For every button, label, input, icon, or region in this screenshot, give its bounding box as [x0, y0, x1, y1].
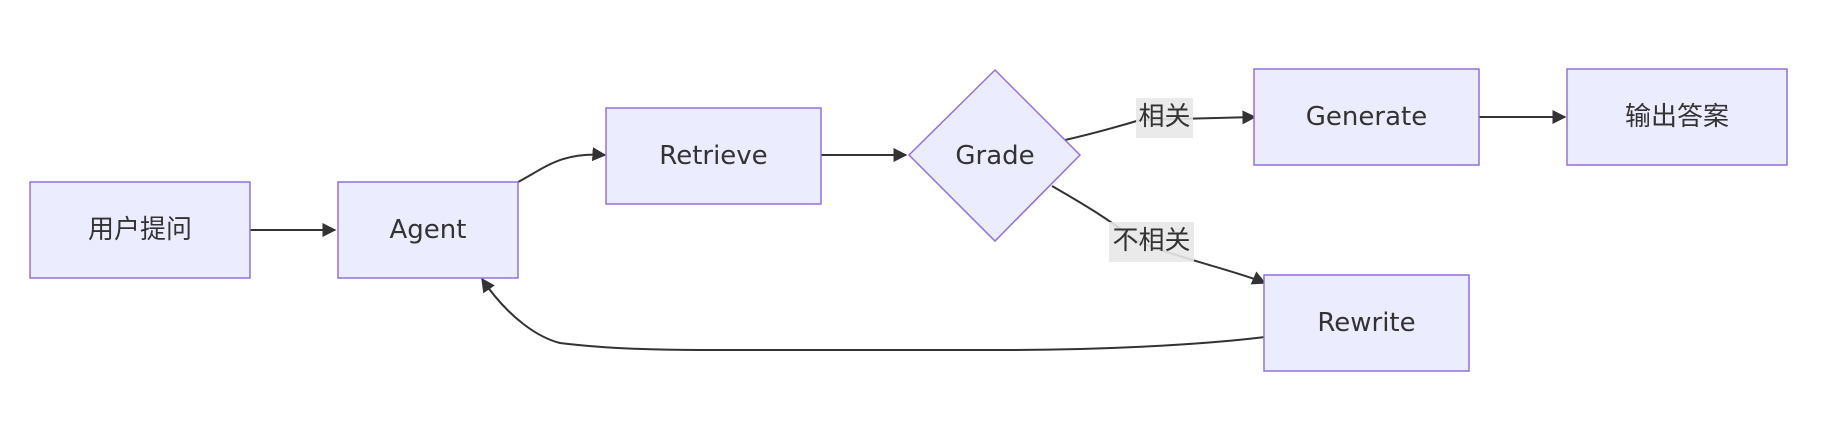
- edge-label-relevant: 相关: [1136, 98, 1193, 138]
- edge-label-not-relevant: 不相关: [1109, 222, 1194, 262]
- svg-text:Grade: Grade: [955, 141, 1034, 171]
- node-user-question: 用户提问: [29, 181, 251, 279]
- svg-text:Generate: Generate: [1306, 102, 1427, 132]
- svg-text:不相关: 不相关: [1112, 226, 1190, 256]
- svg-text:相关: 相关: [1138, 102, 1190, 132]
- node-rewrite: Rewrite: [1263, 274, 1470, 372]
- svg-text:输出答案: 输出答案: [1625, 102, 1729, 132]
- node-retrieve: Retrieve: [605, 107, 822, 205]
- svg-text:Retrieve: Retrieve: [659, 141, 767, 171]
- svg-text:Rewrite: Rewrite: [1317, 308, 1415, 338]
- edge-rewrite-to-agent: [481, 277, 1266, 351]
- node-generate: Generate: [1253, 68, 1480, 166]
- node-agent: Agent: [337, 181, 519, 279]
- node-output-answer: 输出答案: [1566, 68, 1788, 166]
- node-grade: Grade: [907, 68, 1082, 243]
- svg-text:用户提问: 用户提问: [88, 215, 192, 245]
- svg-text:Agent: Agent: [390, 215, 467, 245]
- edge-agent-to-retrieve: [517, 147, 607, 183]
